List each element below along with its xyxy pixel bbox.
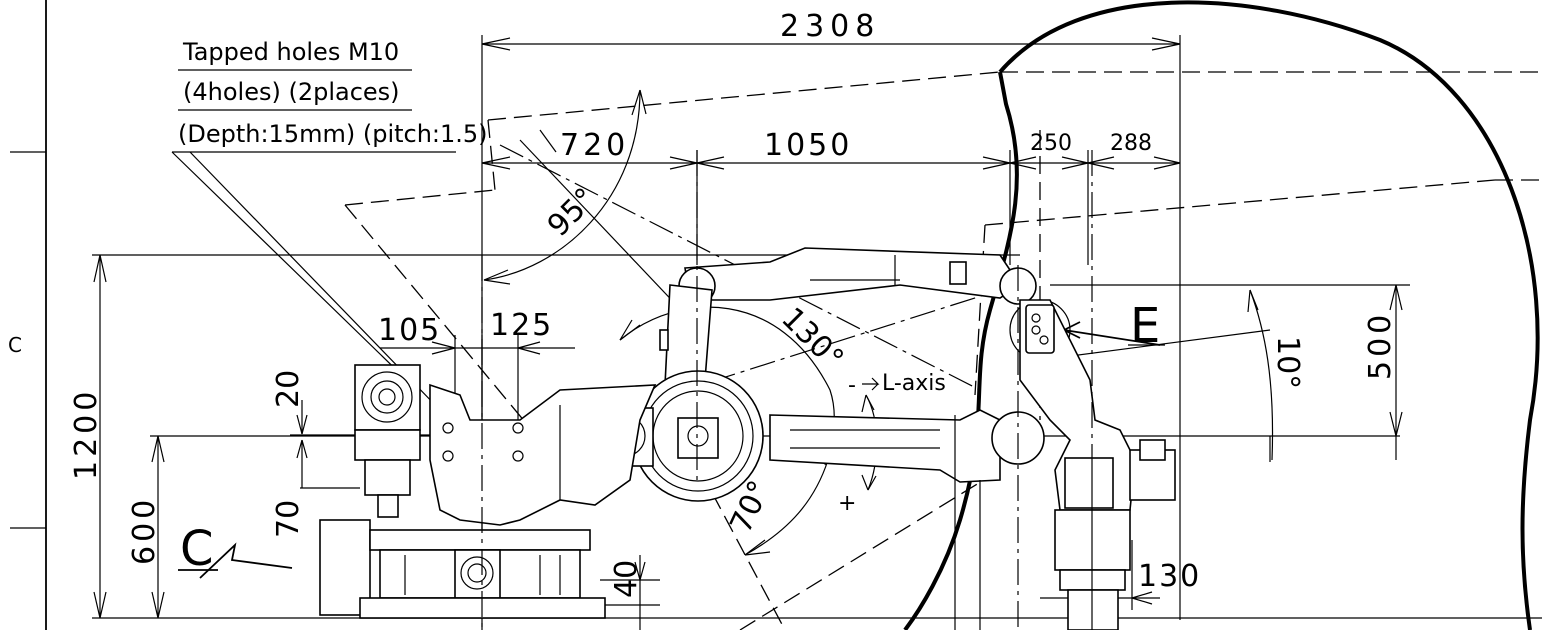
dim-500-value: 500 xyxy=(1363,311,1398,380)
dim-2308-value: 2308 xyxy=(780,9,880,44)
plus-sign: + xyxy=(838,491,856,516)
center-lines xyxy=(481,150,1093,630)
dimension-2308: 2308 xyxy=(481,9,1181,630)
note-line-1: Tapped holes M10 xyxy=(182,38,399,66)
upper-arm xyxy=(678,247,1037,305)
dim-130-value: 130 xyxy=(1138,559,1201,594)
l-axis-label: L-axis xyxy=(882,371,946,396)
lower-arm xyxy=(659,284,713,386)
dim-40-value: 40 xyxy=(609,560,644,598)
view-e-indicator: E xyxy=(1009,298,1165,361)
view-c-label: C xyxy=(180,521,214,577)
dimension-20: 20 xyxy=(271,370,430,436)
drawing-border: C xyxy=(8,0,47,630)
dimension-105-125: 105 125 xyxy=(378,308,575,440)
dim-288-value: 288 xyxy=(1110,131,1152,156)
left-motor-unit xyxy=(354,364,421,518)
dimension-500: 500 xyxy=(1050,284,1410,462)
tapped-holes-note: Tapped holes M10 (4holes) (2places) (Dep… xyxy=(171,38,488,411)
l-axis-indicator: L-axis - + xyxy=(838,371,946,516)
dim-250-value: 250 xyxy=(1030,131,1072,156)
angle-130-value: 130° xyxy=(774,301,850,377)
working-envelope xyxy=(903,0,1540,630)
dim-600-value: 600 xyxy=(127,496,162,565)
lower-frame xyxy=(429,383,657,526)
minus-sign: - xyxy=(848,373,856,398)
dim-125-value: 125 xyxy=(490,308,553,343)
dimension-row-upper: 720 1050 250 288 xyxy=(481,128,1181,265)
dim-105-value: 105 xyxy=(378,313,441,348)
note-line-3: (Depth:15mm) (pitch:1.5) xyxy=(178,120,488,148)
dim-720-value: 720 xyxy=(560,128,629,163)
dim-20-value: 20 xyxy=(271,370,306,408)
angle-95-value: 95° xyxy=(541,181,603,243)
dim-1200-value: 1200 xyxy=(69,388,104,480)
dim-1050-value: 1050 xyxy=(764,128,852,163)
turntable xyxy=(597,370,764,502)
dimension-130: 130 xyxy=(1040,540,1201,610)
wrist-assembly xyxy=(1019,299,1176,630)
forearm xyxy=(769,409,1045,483)
angle-10-value: 10° xyxy=(1270,336,1305,389)
view-c-indicator: C xyxy=(178,521,293,579)
border-zone-label: C xyxy=(8,333,22,357)
base-frame xyxy=(319,519,606,619)
angle-95: 95° xyxy=(483,89,701,331)
note-line-2: (4holes) (2places) xyxy=(183,78,400,106)
dimension-70: 70 xyxy=(271,439,360,538)
dimension-40: 40 xyxy=(600,555,660,630)
dim-70-value: 70 xyxy=(271,500,306,538)
